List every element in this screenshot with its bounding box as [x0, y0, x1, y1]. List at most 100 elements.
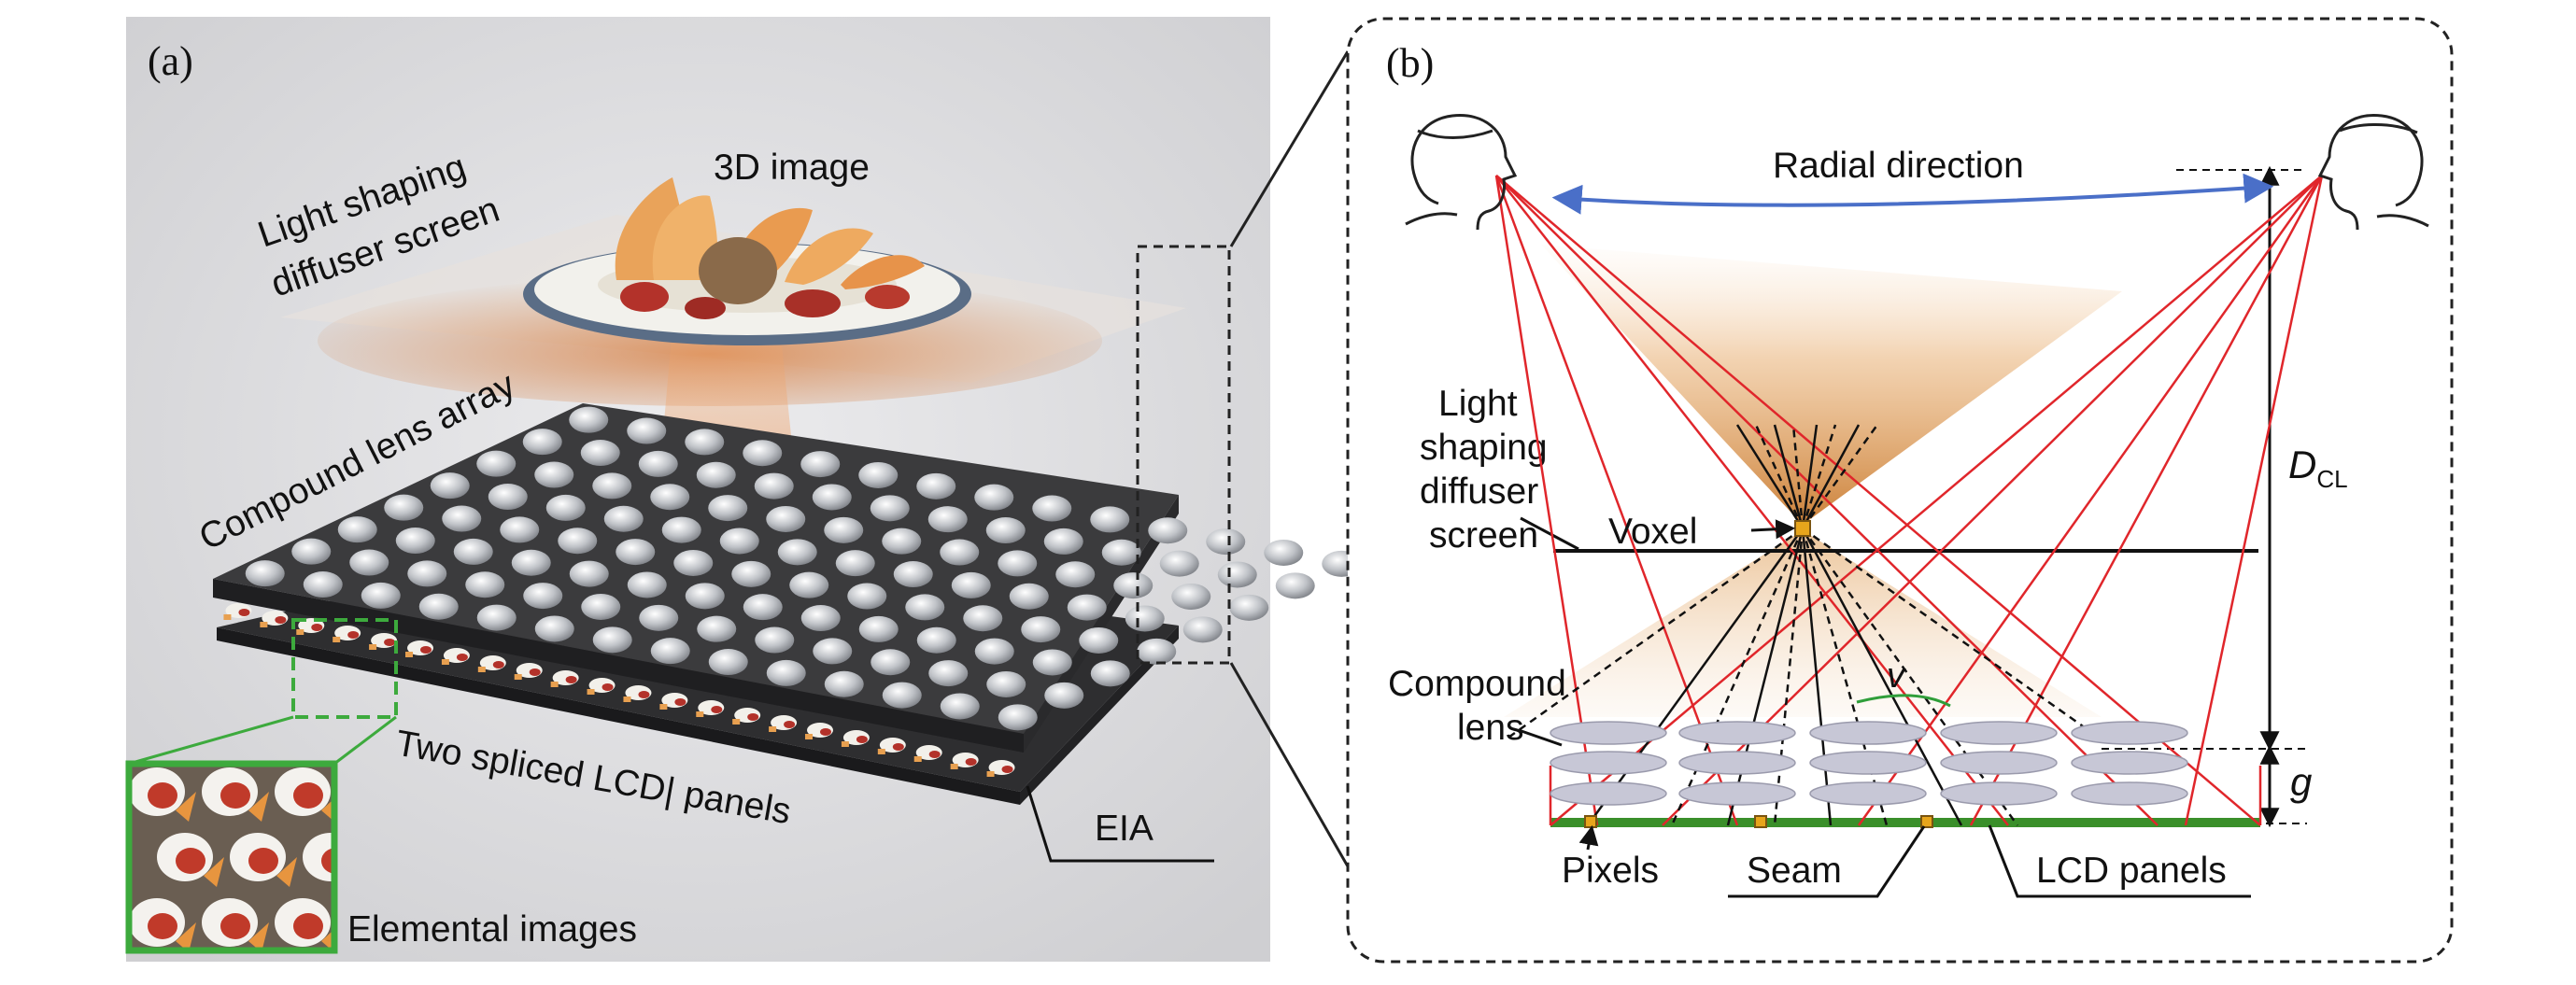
lens-bump: [1032, 495, 1072, 522]
compound-lens-element: [1678, 751, 1796, 775]
lens-bump: [488, 484, 528, 511]
lens-bump: [1055, 561, 1096, 588]
label-compound-line2: lens: [1457, 708, 1524, 748]
inset-red: [293, 913, 323, 939]
elemental-tile-red: [420, 646, 432, 654]
voxel-ray-up: [1754, 424, 1805, 529]
elemental-tile-orange: [477, 667, 486, 672]
lens-array-plate-edge: [213, 579, 1024, 753]
lens-bump: [1067, 594, 1107, 621]
lens-bump: [1044, 682, 1084, 709]
lens-bump: [986, 670, 1026, 697]
voxel-ray-up: [1801, 424, 1837, 529]
lens-bump: [766, 505, 806, 532]
lens-bump: [800, 451, 841, 478]
red-ray: [1494, 175, 1739, 826]
compound-lens-group: [1550, 721, 2188, 828]
lcd-plate-edge-right: [1020, 626, 1179, 805]
fan-edge-right: [1802, 527, 2102, 741]
elemental-tile-red: [238, 609, 250, 616]
lens-bump: [754, 472, 794, 500]
lens-bump: [985, 517, 1026, 544]
elemental-tile-red: [892, 743, 904, 751]
elemental-tile-orange: [405, 652, 413, 657]
lens-bump: [940, 693, 980, 720]
lens-bump: [673, 549, 714, 576]
v-angle-arc: [1856, 694, 1951, 708]
elemental-tile-red: [602, 683, 614, 691]
lens-bump: [627, 417, 667, 444]
lens-bump: [1090, 660, 1130, 687]
voxel-ray-up: [1735, 424, 1805, 529]
lens-bump: [627, 571, 667, 598]
lens-bump: [1043, 528, 1083, 555]
compound-lens-element: [1809, 721, 1927, 745]
pixel-marker: [1754, 815, 1767, 828]
lens-bump: [708, 649, 748, 676]
voxel-ray-down: [1670, 528, 1805, 826]
lens-bump: [858, 461, 899, 488]
lens-bump: [1137, 638, 1177, 665]
label-diffuser-b-line3: diffuser: [1420, 471, 1538, 512]
lens-bump: [558, 528, 598, 555]
lens-bump: [638, 450, 678, 477]
label-lcd-b: LCD panels: [2036, 851, 2227, 891]
lens-bump: [291, 538, 332, 565]
voxel-ray-up: [1801, 424, 1819, 529]
voxel-marker: [1794, 520, 1811, 537]
lens-bump: [1113, 572, 1154, 599]
label-diffuser-b-line4: screen: [1429, 515, 1538, 556]
elemental-tile-red: [565, 676, 577, 683]
lens-bump: [858, 615, 899, 642]
inset-red: [148, 913, 177, 939]
lens-bump: [800, 605, 841, 632]
compound-lens-element: [1678, 781, 1796, 806]
elemental-tile-orange: [550, 682, 559, 687]
compound-lens-element: [2071, 781, 2188, 806]
lens-bump: [1079, 626, 1119, 654]
elemental-tile-red: [674, 698, 686, 706]
red-ray: [1969, 175, 2324, 826]
elemental-tile-red: [820, 728, 831, 736]
inset-orange: [204, 857, 224, 887]
label-elemental-images: Elemental images: [347, 909, 637, 950]
lens-bump: [743, 594, 783, 621]
elemental-tile-red: [747, 713, 759, 721]
upward-light-cone: [1541, 245, 2122, 525]
lens-bump: [418, 593, 459, 620]
lens-bump: [569, 560, 609, 587]
elemental-tile-orange: [950, 764, 958, 769]
lens-bump: [1021, 616, 1061, 643]
compound-lens-element: [1940, 721, 2058, 745]
lens-bump: [465, 571, 505, 598]
diffuser-pointer: [1520, 516, 1579, 551]
label-seam: Seam: [1747, 851, 1842, 891]
lens-bump: [813, 638, 853, 665]
elemental-tile-red: [784, 721, 796, 728]
compound-lens-element: [1940, 751, 2058, 775]
pixel-marker: [1920, 815, 1933, 828]
label-dcl: DCL: [2288, 443, 2348, 493]
red-ray: [1495, 175, 2009, 826]
label-diffuser-b-line1: Light: [1438, 384, 1518, 424]
elemental-tile-orange: [369, 644, 377, 650]
connector-top: [1229, 50, 1350, 247]
lens-bump: [1090, 506, 1130, 533]
panel-b: (b) DCL g Light shaping diffuser screen …: [1346, 17, 2454, 964]
food-plate-icon: [523, 177, 971, 345]
label-g: g: [2290, 760, 2312, 804]
lens-bump: [476, 450, 517, 477]
fan-edge-left: [1505, 527, 1804, 741]
label-diffuser-b-line2: shaping: [1420, 428, 1548, 468]
voxel-ray-down: [1801, 528, 1833, 826]
elemental-images-inset: [129, 764, 334, 950]
seam-pointer: [1728, 825, 1926, 898]
elemental-tile-orange: [587, 689, 595, 695]
lens-bump: [592, 626, 632, 654]
lens-bump: [697, 615, 737, 642]
lcd-pointer: [1988, 824, 2251, 898]
viewer-right-icon: [2317, 114, 2429, 231]
red-ray: [1494, 175, 1599, 826]
lens-bump: [963, 605, 1003, 632]
